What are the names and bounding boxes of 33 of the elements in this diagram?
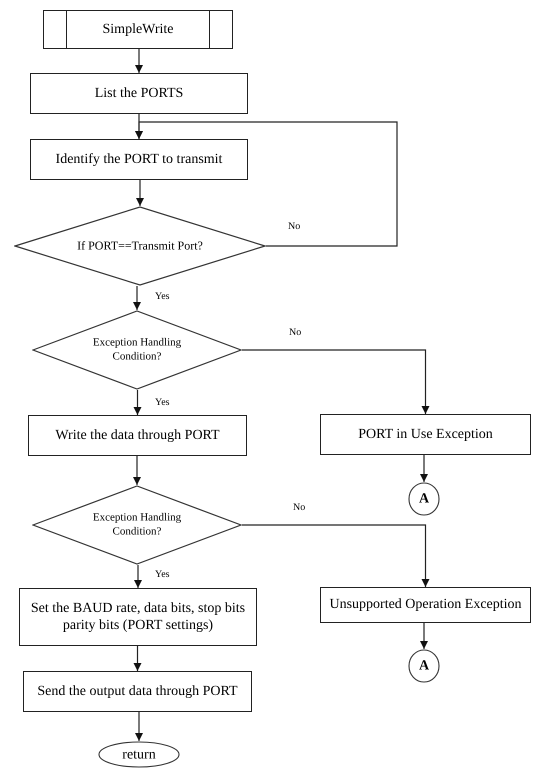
process-box: Send the output data through PORT: [23, 671, 252, 712]
decision-text: Exception Handling Condition?: [92, 336, 182, 364]
arrow: [135, 121, 398, 247]
arrow: [135, 712, 143, 741]
arrow: [420, 455, 428, 482]
arrow: [420, 623, 428, 649]
decision-text: Exception Handling Condition?: [92, 511, 182, 539]
terminator-text: return: [122, 746, 156, 764]
decision-text: If PORT==Transmit Port?: [76, 238, 204, 254]
edge-label: Yes: [154, 397, 171, 408]
process-box: Write the data through PORT: [28, 415, 247, 456]
connector-text: A: [418, 490, 430, 508]
edge-label: No: [288, 327, 302, 338]
arrow: [134, 390, 142, 415]
arrow: [136, 180, 144, 206]
edge-label: Yes: [154, 569, 171, 580]
process-box: Identify the PORT to transmit: [30, 139, 248, 180]
arrow: [133, 456, 141, 485]
edge-label: No: [287, 221, 302, 232]
arrow: [242, 349, 430, 414]
arrow: [242, 524, 430, 587]
arrow: [134, 565, 142, 588]
process-box: Unsupported Operation Exception: [320, 587, 531, 623]
edge-label: No: [292, 502, 306, 513]
arrow: [135, 49, 143, 73]
arrow: [134, 646, 142, 671]
process-box: PORT in Use Exception: [320, 414, 531, 455]
process-box: Set the BAUD rate, data bits, stop bits parity bits (PORT settings): [19, 588, 257, 646]
subroutine-box: SimpleWrite: [43, 10, 233, 49]
arrow: [133, 286, 141, 310]
process-box: List the PORTS: [30, 73, 248, 114]
connector-text: A: [418, 657, 430, 675]
edge-label: Yes: [154, 291, 171, 302]
